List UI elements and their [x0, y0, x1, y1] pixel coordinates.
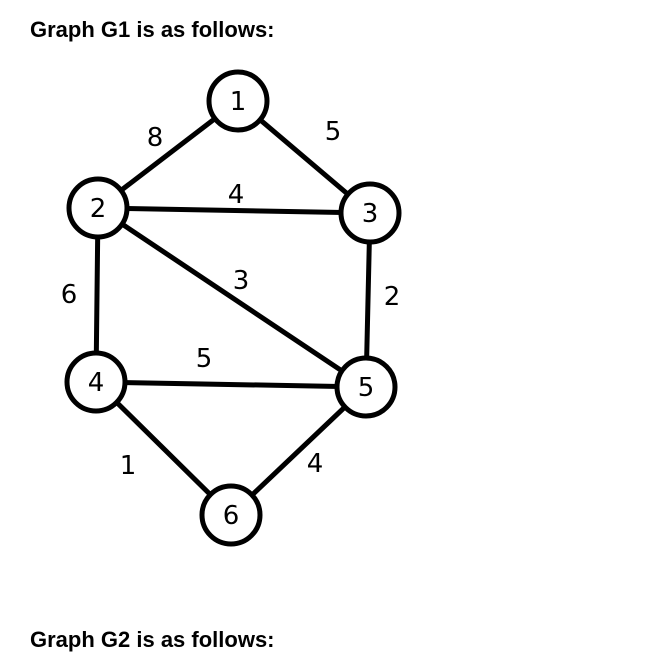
edge-weight-4-6: 1 [120, 451, 137, 481]
edge-2-3 [95, 205, 373, 216]
graph-g2-heading: Graph G2 is as follows: [30, 627, 275, 652]
weights-layer: 8 5 4 3 6 2 5 1 4 [61, 117, 401, 481]
node-label-3: 3 [362, 199, 379, 229]
node-circle-6 [199, 483, 263, 547]
node-5: 5 [334, 355, 398, 419]
edge-weight-3-5: 2 [384, 282, 401, 312]
node-label-6: 6 [223, 501, 240, 531]
edge-weight-5-6: 4 [307, 449, 324, 479]
edge-4-6 [93, 379, 234, 518]
node-6: 6 [199, 483, 263, 547]
node-circle-4 [64, 350, 128, 414]
edge-weight-1-3: 5 [325, 117, 342, 147]
node-circle-3 [338, 181, 402, 245]
node-circle-2 [66, 176, 130, 240]
edge-weight-2-3: 4 [228, 180, 245, 210]
node-2: 2 [66, 176, 130, 240]
node-3: 3 [338, 181, 402, 245]
node-circle-1 [206, 69, 270, 133]
edge-weight-1-2: 8 [147, 123, 164, 153]
edge-2-5 [95, 205, 369, 390]
node-label-4: 4 [88, 368, 105, 398]
nodes-layer: 1 2 3 4 5 6 [64, 69, 402, 547]
node-4: 4 [64, 350, 128, 414]
edge-4-5 [93, 379, 369, 390]
node-label-2: 2 [90, 194, 107, 224]
node-label-1: 1 [230, 87, 247, 117]
edge-weight-2-5: 3 [233, 266, 250, 296]
node-circle-5 [334, 355, 398, 419]
graph-g1-heading: Graph G1 is as follows: [30, 17, 275, 42]
node-label-5: 5 [358, 373, 375, 403]
node-1: 1 [206, 69, 270, 133]
edges-layer [93, 98, 373, 518]
edge-weight-4-5: 5 [196, 344, 213, 374]
edge-weight-2-4: 6 [61, 280, 78, 310]
